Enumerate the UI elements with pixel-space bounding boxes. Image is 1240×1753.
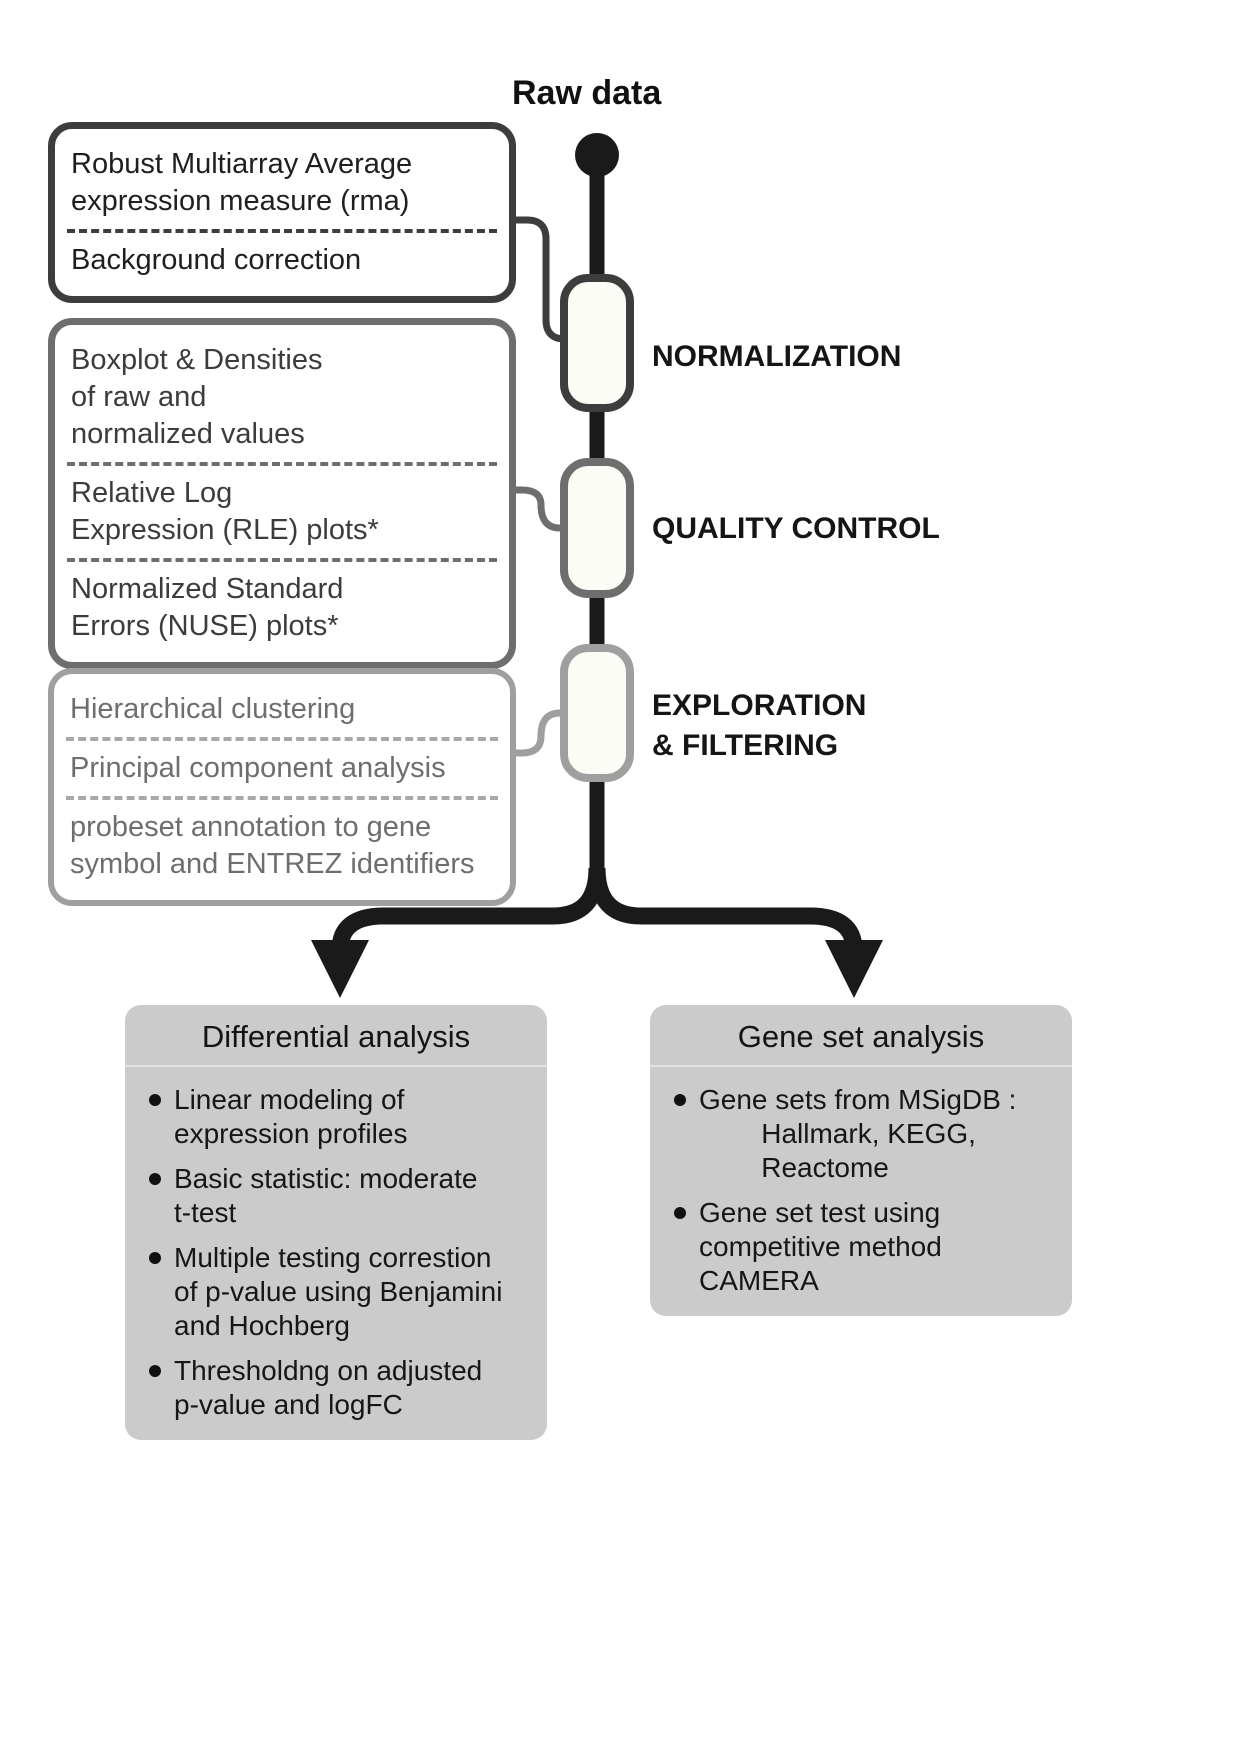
box-item: probeset annotation to gene symbol and E… bbox=[70, 811, 475, 880]
dashed-divider bbox=[67, 558, 497, 562]
raw-data-label: Raw data bbox=[512, 74, 662, 112]
differential-analysis-box: Differential analysis Linear modeling of… bbox=[125, 1005, 547, 1440]
arrowhead-left-icon bbox=[311, 940, 369, 998]
bullet-text: Thresholdng on adjusted p-value and logF… bbox=[174, 1355, 483, 1420]
normalization-methods-box: Robust Multiarray Average expression mea… bbox=[48, 122, 516, 303]
stage-label-normalization: NORMALIZATION bbox=[652, 340, 902, 373]
dashed-divider bbox=[67, 229, 497, 233]
list-item: Gene sets from MSigDB : Hallmark, KEGG, … bbox=[674, 1083, 1058, 1185]
list-item: Basic statistic: moderate t-test bbox=[149, 1162, 533, 1230]
connector-quality-control bbox=[510, 486, 572, 532]
bullet-icon bbox=[149, 1173, 161, 1185]
box-item: Hierarchical clustering bbox=[70, 693, 356, 725]
box-item: Background correction bbox=[71, 244, 362, 276]
bullet-text: Gene set test using competitive method C… bbox=[699, 1197, 942, 1296]
branch-right-line bbox=[588, 867, 863, 951]
bullet-icon bbox=[149, 1252, 161, 1264]
connector-exploration bbox=[510, 709, 572, 757]
bullet-text: Multiple testing correstion of p-value u… bbox=[174, 1242, 503, 1341]
dashed-divider bbox=[67, 462, 497, 466]
list-item: Linear modeling of expression profiles bbox=[149, 1083, 533, 1151]
connector-normalization bbox=[510, 216, 572, 343]
node-normalization bbox=[560, 274, 634, 412]
gene-set-analysis-title: Gene set analysis bbox=[650, 1005, 1072, 1067]
box-item: Relative Log Expression (RLE) plots* bbox=[71, 477, 379, 546]
box-item: Robust Multiarray Average expression mea… bbox=[71, 148, 413, 217]
differential-analysis-title: Differential analysis bbox=[125, 1005, 547, 1067]
gene-set-analysis-box: Gene set analysis Gene sets from MSigDB … bbox=[650, 1005, 1072, 1316]
bullet-text: Basic statistic: moderate t-test bbox=[174, 1163, 478, 1228]
list-item: Multiple testing correstion of p-value u… bbox=[149, 1241, 533, 1343]
bullet-text: Linear modeling of expression profiles bbox=[174, 1084, 408, 1149]
box-item: Boxplot & Densities of raw and normalize… bbox=[71, 344, 323, 450]
stage-label-exploration-filtering: EXPLORATION & FILTERING bbox=[652, 689, 867, 762]
arrowhead-right-icon bbox=[825, 940, 883, 998]
bullet-icon bbox=[149, 1365, 161, 1377]
bullet-icon bbox=[674, 1207, 686, 1219]
node-quality-control bbox=[560, 458, 634, 598]
node-exploration-filtering bbox=[560, 644, 634, 782]
exploration-methods-box: Hierarchical clustering Principal compon… bbox=[48, 668, 516, 906]
raw-data-dot-icon bbox=[575, 133, 619, 177]
bullet-icon bbox=[149, 1094, 161, 1106]
box-item: Principal component analysis bbox=[70, 752, 446, 784]
box-item: Normalized Standard Errors (NUSE) plots* bbox=[71, 573, 344, 642]
gene-set-analysis-bullets: Gene sets from MSigDB : Hallmark, KEGG, … bbox=[650, 1067, 1072, 1316]
dashed-divider bbox=[66, 796, 498, 800]
differential-analysis-bullets: Linear modeling of expression profiles B… bbox=[125, 1067, 547, 1440]
list-item: Gene set test using competitive method C… bbox=[674, 1196, 1058, 1298]
stage-label-quality-control: QUALITY CONTROL bbox=[652, 512, 940, 545]
quality-control-methods-box: Boxplot & Densities of raw and normalize… bbox=[48, 318, 516, 669]
bullet-icon bbox=[674, 1094, 686, 1106]
dashed-divider bbox=[66, 737, 498, 741]
list-item: Thresholdng on adjusted p-value and logF… bbox=[149, 1354, 533, 1422]
bullet-text: Gene sets from MSigDB : Hallmark, KEGG, … bbox=[699, 1084, 1017, 1183]
